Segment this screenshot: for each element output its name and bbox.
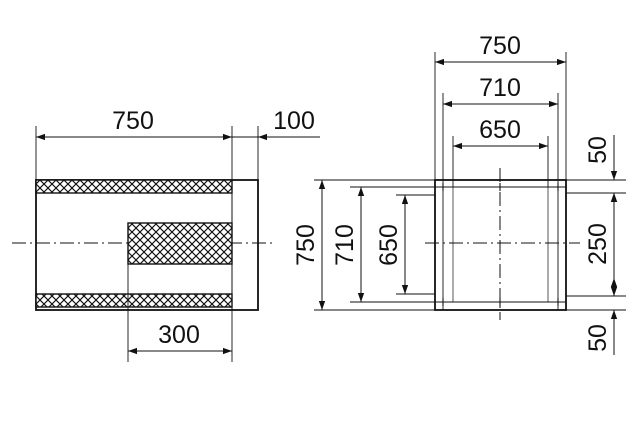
center-label: 250 xyxy=(584,223,612,265)
side-insulation-bottom xyxy=(35,293,233,308)
side-view xyxy=(12,126,320,362)
mounting-holes xyxy=(439,183,562,306)
width-inner-label: 650 xyxy=(479,116,521,144)
side-insulation-top xyxy=(35,179,233,194)
height-outer-label: 750 xyxy=(292,224,320,266)
margin-top-label: 50 xyxy=(584,136,612,164)
side-offset-label: 100 xyxy=(273,107,315,135)
width-outer-label: 750 xyxy=(479,32,521,60)
height-mid-label: 710 xyxy=(331,224,359,266)
width-mid-label: 710 xyxy=(479,74,521,102)
side-insert-label: 300 xyxy=(158,321,200,349)
side-length-label: 750 xyxy=(112,107,154,135)
height-inner-label: 650 xyxy=(375,224,403,266)
front-view xyxy=(314,52,626,355)
front-housing xyxy=(434,179,567,311)
margin-bottom-label: 50 xyxy=(584,324,612,352)
side-insulation-core xyxy=(127,222,233,265)
